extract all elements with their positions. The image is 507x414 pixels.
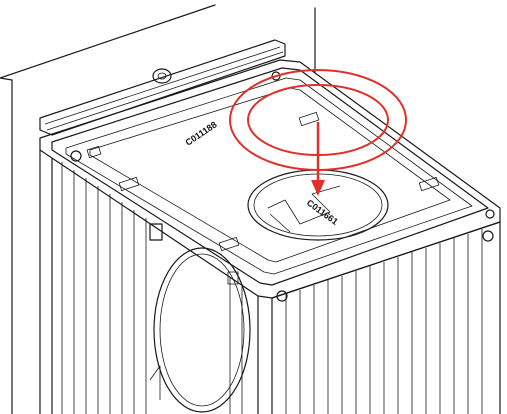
insert-arrow-icon xyxy=(311,122,325,196)
housing-body-right xyxy=(271,221,501,414)
top-rail xyxy=(39,39,286,136)
wall-panel xyxy=(0,4,316,414)
part-label-top: C011188 xyxy=(184,119,219,147)
part-label-insert: C011661 xyxy=(305,198,340,227)
housing-body-left xyxy=(39,149,273,414)
housing-lid xyxy=(39,59,501,302)
